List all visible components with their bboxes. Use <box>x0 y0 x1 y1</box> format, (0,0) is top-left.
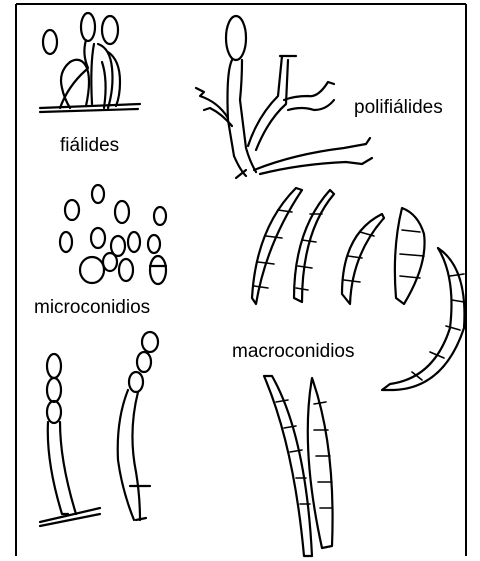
macroconidios-drawing <box>252 188 464 556</box>
fialides-label: fiálides <box>60 135 119 156</box>
conidia-chains-drawing <box>40 332 158 526</box>
microconidios-drawing <box>60 185 166 284</box>
polifialides-label: polifiálides <box>354 97 443 118</box>
fialides-drawing <box>40 13 140 112</box>
microconidios-label: microconidios <box>34 297 150 318</box>
macroconidios-label: macroconidios <box>232 341 355 362</box>
polifialides-drawing <box>196 16 372 178</box>
